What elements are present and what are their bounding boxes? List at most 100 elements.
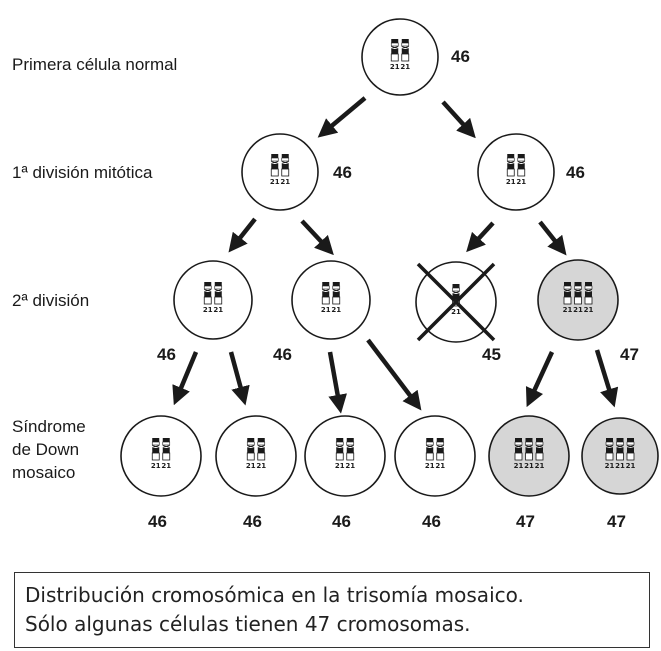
chromosome-label: 21 — [514, 462, 524, 470]
chromosome-21: 21 — [400, 39, 410, 71]
chromosome-label: 21 — [345, 462, 355, 470]
chromosome-21: 21 — [321, 282, 331, 314]
count-gen2-a: 46 — [157, 345, 176, 364]
chromosome-21: 21 — [280, 154, 290, 186]
chromosome-21: 21 — [425, 438, 435, 470]
cross-out-mark — [416, 262, 496, 342]
chromosome-label: 21 — [605, 462, 615, 470]
chromosome-label: 21 — [213, 306, 223, 314]
chromosome-label: 21 — [615, 462, 625, 470]
arrow-gen1r-to-d — [538, 220, 567, 256]
cell-membrane — [394, 415, 476, 497]
count-gen3-f: 47 — [607, 512, 626, 531]
count-gen3-c: 46 — [332, 512, 351, 531]
chromosome-label: 21 — [584, 306, 594, 314]
chromosome-label: 21 — [435, 462, 445, 470]
cell-gen2-c-crossed: 21 — [415, 261, 497, 343]
chromosome-21: 21 — [270, 154, 280, 186]
count-gen2-c: 45 — [482, 345, 501, 364]
cell-membrane — [215, 415, 297, 497]
row-label-first-division: 1ª división mitótica — [12, 163, 153, 182]
chromosome-label: 21 — [451, 308, 461, 316]
count-gen3-b: 46 — [243, 512, 262, 531]
arrow-gen1l-to-a — [228, 217, 257, 253]
chromosome-label: 21 — [506, 178, 516, 186]
cell-membrane — [291, 260, 371, 340]
chromosome-21: 21 — [524, 438, 534, 470]
arrow-gen2a-to-b — [228, 351, 250, 406]
arrow-gen2d-to-f — [594, 349, 619, 408]
chromosome-label: 21 — [203, 306, 213, 314]
cell-membrane — [304, 415, 386, 497]
chromosome-21: 21 — [514, 438, 524, 470]
chromosome-21: 21 — [161, 438, 171, 470]
caption-line-1: Distribución cromosómica en la trisomía … — [25, 583, 524, 607]
arrow-gen2b-to-d — [366, 338, 422, 411]
chromosome-label: 21 — [573, 306, 583, 314]
count-gen2-d: 47 — [620, 345, 639, 364]
arrow-gen0-to-right — [441, 100, 476, 139]
cell-membrane — [120, 415, 202, 497]
chromosome-21: 21 — [563, 282, 573, 314]
chromosome-21: 21 — [213, 282, 223, 314]
count-gen3-a: 46 — [148, 512, 167, 531]
count-gen1-left: 46 — [333, 163, 352, 182]
row-label-first-cell: Primera célula normal — [12, 55, 177, 74]
division-arrows — [172, 96, 619, 414]
chromosome-label: 21 — [563, 306, 573, 314]
count-gen3-d: 46 — [422, 512, 441, 531]
chromosome-label: 21 — [524, 462, 534, 470]
chromosome-21: 21 — [435, 438, 445, 470]
chromosome-label: 21 — [280, 178, 290, 186]
caption-line-2: Sólo algunas células tienen 47 cromosoma… — [25, 612, 471, 636]
chromosome-21: 21 — [151, 438, 161, 470]
chromosome-21: 21 — [506, 154, 516, 186]
count-gen1-right: 46 — [566, 163, 585, 182]
chromosome-label: 21 — [626, 462, 636, 470]
chromosome-21: 21 — [390, 39, 400, 71]
chromosome-label: 21 — [331, 306, 341, 314]
chromosome-label: 21 — [321, 306, 331, 314]
cell-membrane — [477, 133, 555, 211]
cell-membrane — [361, 18, 439, 96]
chromosome-21: 21 — [573, 282, 583, 314]
chromosome-label: 21 — [151, 462, 161, 470]
chromosome-21: 21 — [331, 282, 341, 314]
chromosome-21: 21 — [584, 282, 594, 314]
chromosome-21: 21 — [246, 438, 256, 470]
row-label-mosaic-line2: de Down — [12, 440, 79, 459]
mosaic-division-diagram: Primera célula normal 1ª división mitóti… — [12, 18, 659, 531]
count-gen0: 46 — [451, 47, 470, 66]
chromosome-label: 21 — [246, 462, 256, 470]
chromosome-21: 21 — [335, 438, 345, 470]
chromosome-label: 21 — [270, 178, 280, 186]
chromosome-21: 21 — [516, 154, 526, 186]
chromosome-label: 21 — [425, 462, 435, 470]
arrow-gen0-to-left — [317, 96, 367, 138]
chromosome-label: 21 — [400, 63, 410, 71]
chromosome-21: 21 — [256, 438, 266, 470]
chromosome-21: 21 — [626, 438, 636, 470]
row-label-second-division: 2ª división — [12, 291, 89, 310]
arrow-gen1r-to-c — [466, 221, 495, 253]
caption-box: Distribución cromosómica en la trisomía … — [14, 572, 650, 648]
cell-membrane — [241, 133, 319, 211]
chromosome-21: 21 — [203, 282, 213, 314]
chromosome-21: 21 — [535, 438, 544, 470]
count-gen2-b: 46 — [273, 345, 292, 364]
chromosome-label: 21 — [335, 462, 345, 470]
arrow-gen1l-to-b — [300, 219, 334, 256]
chromosome-21: 21 — [605, 438, 615, 470]
arrow-gen2b-to-c — [327, 351, 347, 414]
chromosome-21: 21 — [615, 438, 625, 470]
